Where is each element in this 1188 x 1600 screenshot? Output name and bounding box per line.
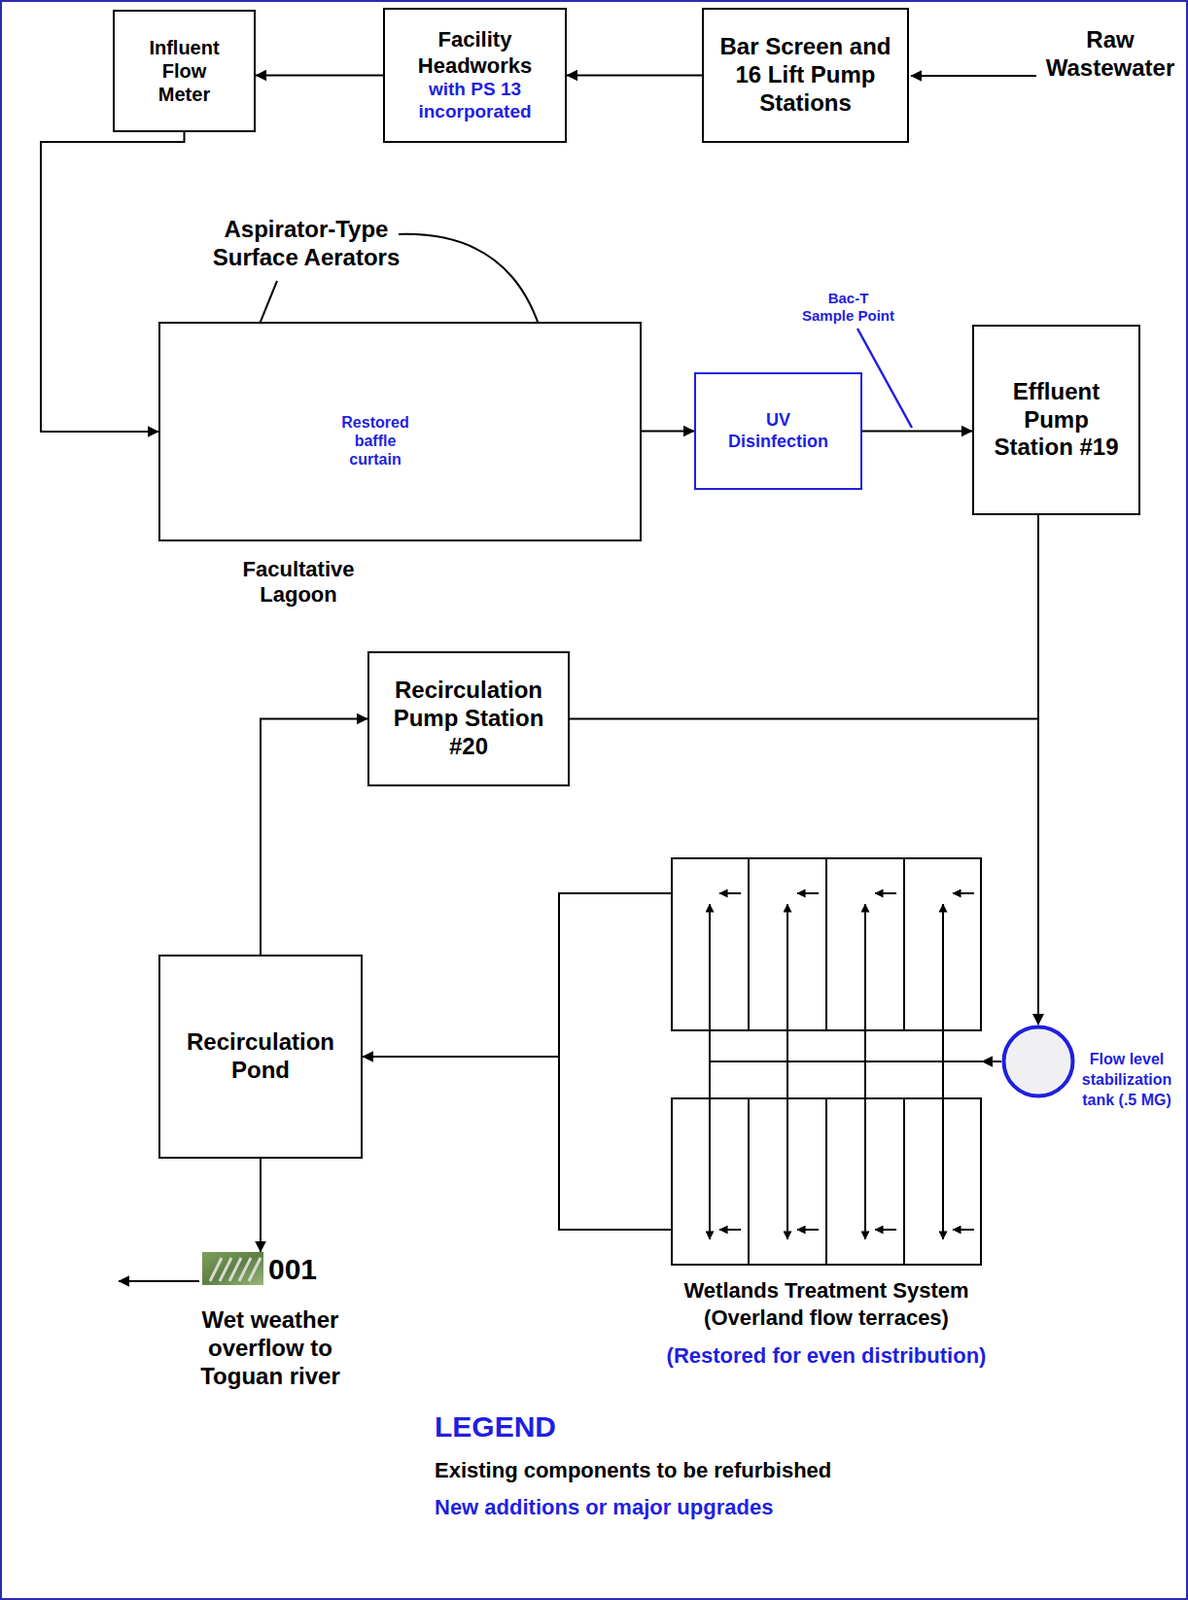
baffle-label: Restored baffle curtain xyxy=(337,413,414,470)
flow-connector xyxy=(566,74,702,77)
terrace-grid xyxy=(670,857,982,1266)
flow-connector xyxy=(255,74,384,77)
node-title: Facility Headworks xyxy=(394,27,556,79)
flow-connector xyxy=(259,1158,262,1253)
flow-arrow xyxy=(708,904,711,1240)
node-note: Wet weather overflow to Toguan river xyxy=(187,1306,353,1391)
flow-arrow xyxy=(786,904,789,1240)
node-title: Influent Flow Meter xyxy=(138,35,231,106)
tank-symbol xyxy=(1001,1024,1076,1099)
flow-arrow xyxy=(719,1228,741,1231)
node-title: UV Disinfection xyxy=(725,410,832,453)
legend-sample: New additions or major upgrades xyxy=(434,1495,773,1521)
node-title: Recirculation Pond xyxy=(170,1028,351,1085)
process-box: Facility Headworkswith PS 13 incorporate… xyxy=(383,7,567,143)
terrace-block xyxy=(671,1098,981,1265)
node-title: Wetlands Treatment System (Overland flow… xyxy=(665,1277,987,1331)
flow-connector xyxy=(862,430,973,433)
inflow-label: Raw Wastewater xyxy=(1042,26,1179,83)
node-title: Recirculation Pump Station #20 xyxy=(379,676,559,761)
legend-text: Existing components to be refurbished xyxy=(434,1458,832,1484)
terrace-divider xyxy=(747,1097,750,1266)
flow-arrow xyxy=(942,904,944,1240)
weir-step xyxy=(248,1257,261,1282)
flow-arrow xyxy=(797,1228,819,1231)
node-title: 001 xyxy=(268,1253,317,1288)
node-note: (Restored for even distribution) xyxy=(622,1343,1031,1369)
node-title: Flow level stabilization tank (.5 MG) xyxy=(1079,1049,1175,1111)
flow-arrow xyxy=(874,1228,897,1231)
flow-arrow xyxy=(952,1228,975,1231)
lagoon-box: Facultative Lagoon xyxy=(158,321,642,542)
legend-sample: Existing components to be refurbished xyxy=(434,1458,832,1484)
node-note: with PS 13 incorporated xyxy=(394,78,556,124)
legend-title: LEGEND xyxy=(434,1409,727,1445)
weir-photo xyxy=(202,1252,264,1286)
node-title: Facultative Lagoon xyxy=(235,557,362,609)
terrace-divider xyxy=(825,1097,828,1266)
legend-text: New additions or major upgrades xyxy=(434,1495,773,1521)
node-title: Effluent Pump Station #19 xyxy=(983,378,1129,462)
flow-connector xyxy=(260,719,368,956)
flow-arrow xyxy=(874,892,897,895)
tank-outline xyxy=(1004,1027,1074,1097)
flow-connector xyxy=(362,893,671,1057)
distribution-header xyxy=(709,1060,982,1063)
wetlands-terraces: Wetlands Treatment System (Overland flow… xyxy=(670,857,982,1266)
tank-circle: Flow level stabilization tank (.5 MG) xyxy=(1001,1024,1076,1099)
outfall-marker: 001Wet weather overflow to Toguan river xyxy=(202,1252,329,1288)
process-box: UV Disinfection xyxy=(694,372,863,490)
flow-arrow xyxy=(797,892,819,895)
process-box: Bar Screen and 16 Lift Pump Stations xyxy=(701,7,909,143)
outfall-arrow xyxy=(118,1280,200,1283)
flow-connector xyxy=(981,1060,1002,1063)
node-title: Bar Screen and 16 Lift Pump Stations xyxy=(713,33,898,117)
terrace-divider xyxy=(903,1097,906,1266)
flow-arrow xyxy=(719,892,741,895)
flow-arrow xyxy=(952,892,975,895)
callout-label: Aspirator-Type Surface Aerators xyxy=(189,215,423,273)
flow-connector xyxy=(641,430,695,433)
inflow-arrow xyxy=(910,74,1037,77)
process-box: Recirculation Pump Station #20 xyxy=(367,651,570,787)
terrace-divider xyxy=(825,857,828,1032)
leader-line xyxy=(857,328,912,428)
terrace-divider xyxy=(747,857,750,1032)
terrace-divider xyxy=(903,857,906,1032)
flow-arrow xyxy=(864,904,867,1240)
return-wire xyxy=(559,1056,671,1230)
sample-point-label: Bac-T Sample Point xyxy=(801,289,896,325)
terrace-block xyxy=(671,858,981,1031)
process-box: Effluent Pump Station #19 xyxy=(972,324,1141,516)
pond-box: Recirculation Pond xyxy=(158,954,363,1159)
process-box: Influent Flow Meter xyxy=(112,9,256,133)
